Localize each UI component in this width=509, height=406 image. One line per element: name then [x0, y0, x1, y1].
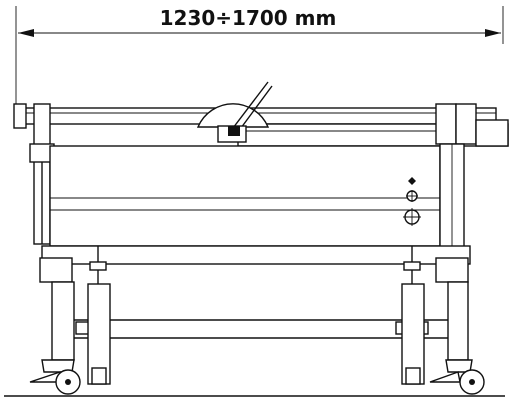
lower-bracket-left: [39, 257, 73, 283]
dimension-line: 1230÷1700 mm: [15, 6, 504, 104]
leg-right: [447, 281, 469, 361]
caster-left: [29, 359, 81, 395]
rail-end-right: [475, 119, 509, 147]
caster-left-hub: [65, 379, 71, 385]
dimension-label: 1230÷1700 mm: [160, 6, 337, 30]
jack-left-foot: [91, 367, 107, 385]
blade-guard: [196, 81, 273, 143]
main-body: [49, 145, 441, 247]
control-diamond: [408, 177, 416, 185]
lever-arm-edge: [237, 85, 273, 133]
jack-right-foot: [405, 367, 421, 385]
caster-right-brake: [429, 371, 461, 383]
caster-right: [429, 359, 485, 395]
rail-clamp-right-2: [455, 103, 477, 145]
lower-bracket-right: [435, 257, 469, 283]
right-post: [439, 143, 465, 249]
guard-knob: [228, 126, 240, 136]
lever-arm: [232, 81, 269, 129]
lower-frame: [39, 245, 471, 361]
rail-clamp-right: [435, 103, 457, 145]
dimension-arrow-right: [485, 29, 501, 37]
caster-right-hub: [469, 379, 475, 385]
rail-end-cap-left: [13, 103, 27, 129]
dimension-arrow-left: [18, 29, 34, 37]
cabinet: [49, 145, 441, 247]
left-post: [29, 103, 55, 245]
blade-guard-arc: [196, 103, 270, 128]
lower-band: [41, 245, 471, 265]
jack-right-nut: [403, 261, 421, 271]
jack-right: [401, 246, 425, 385]
jack-left: [87, 246, 111, 385]
jack-left-nut: [89, 261, 107, 271]
leg-left: [51, 281, 75, 361]
